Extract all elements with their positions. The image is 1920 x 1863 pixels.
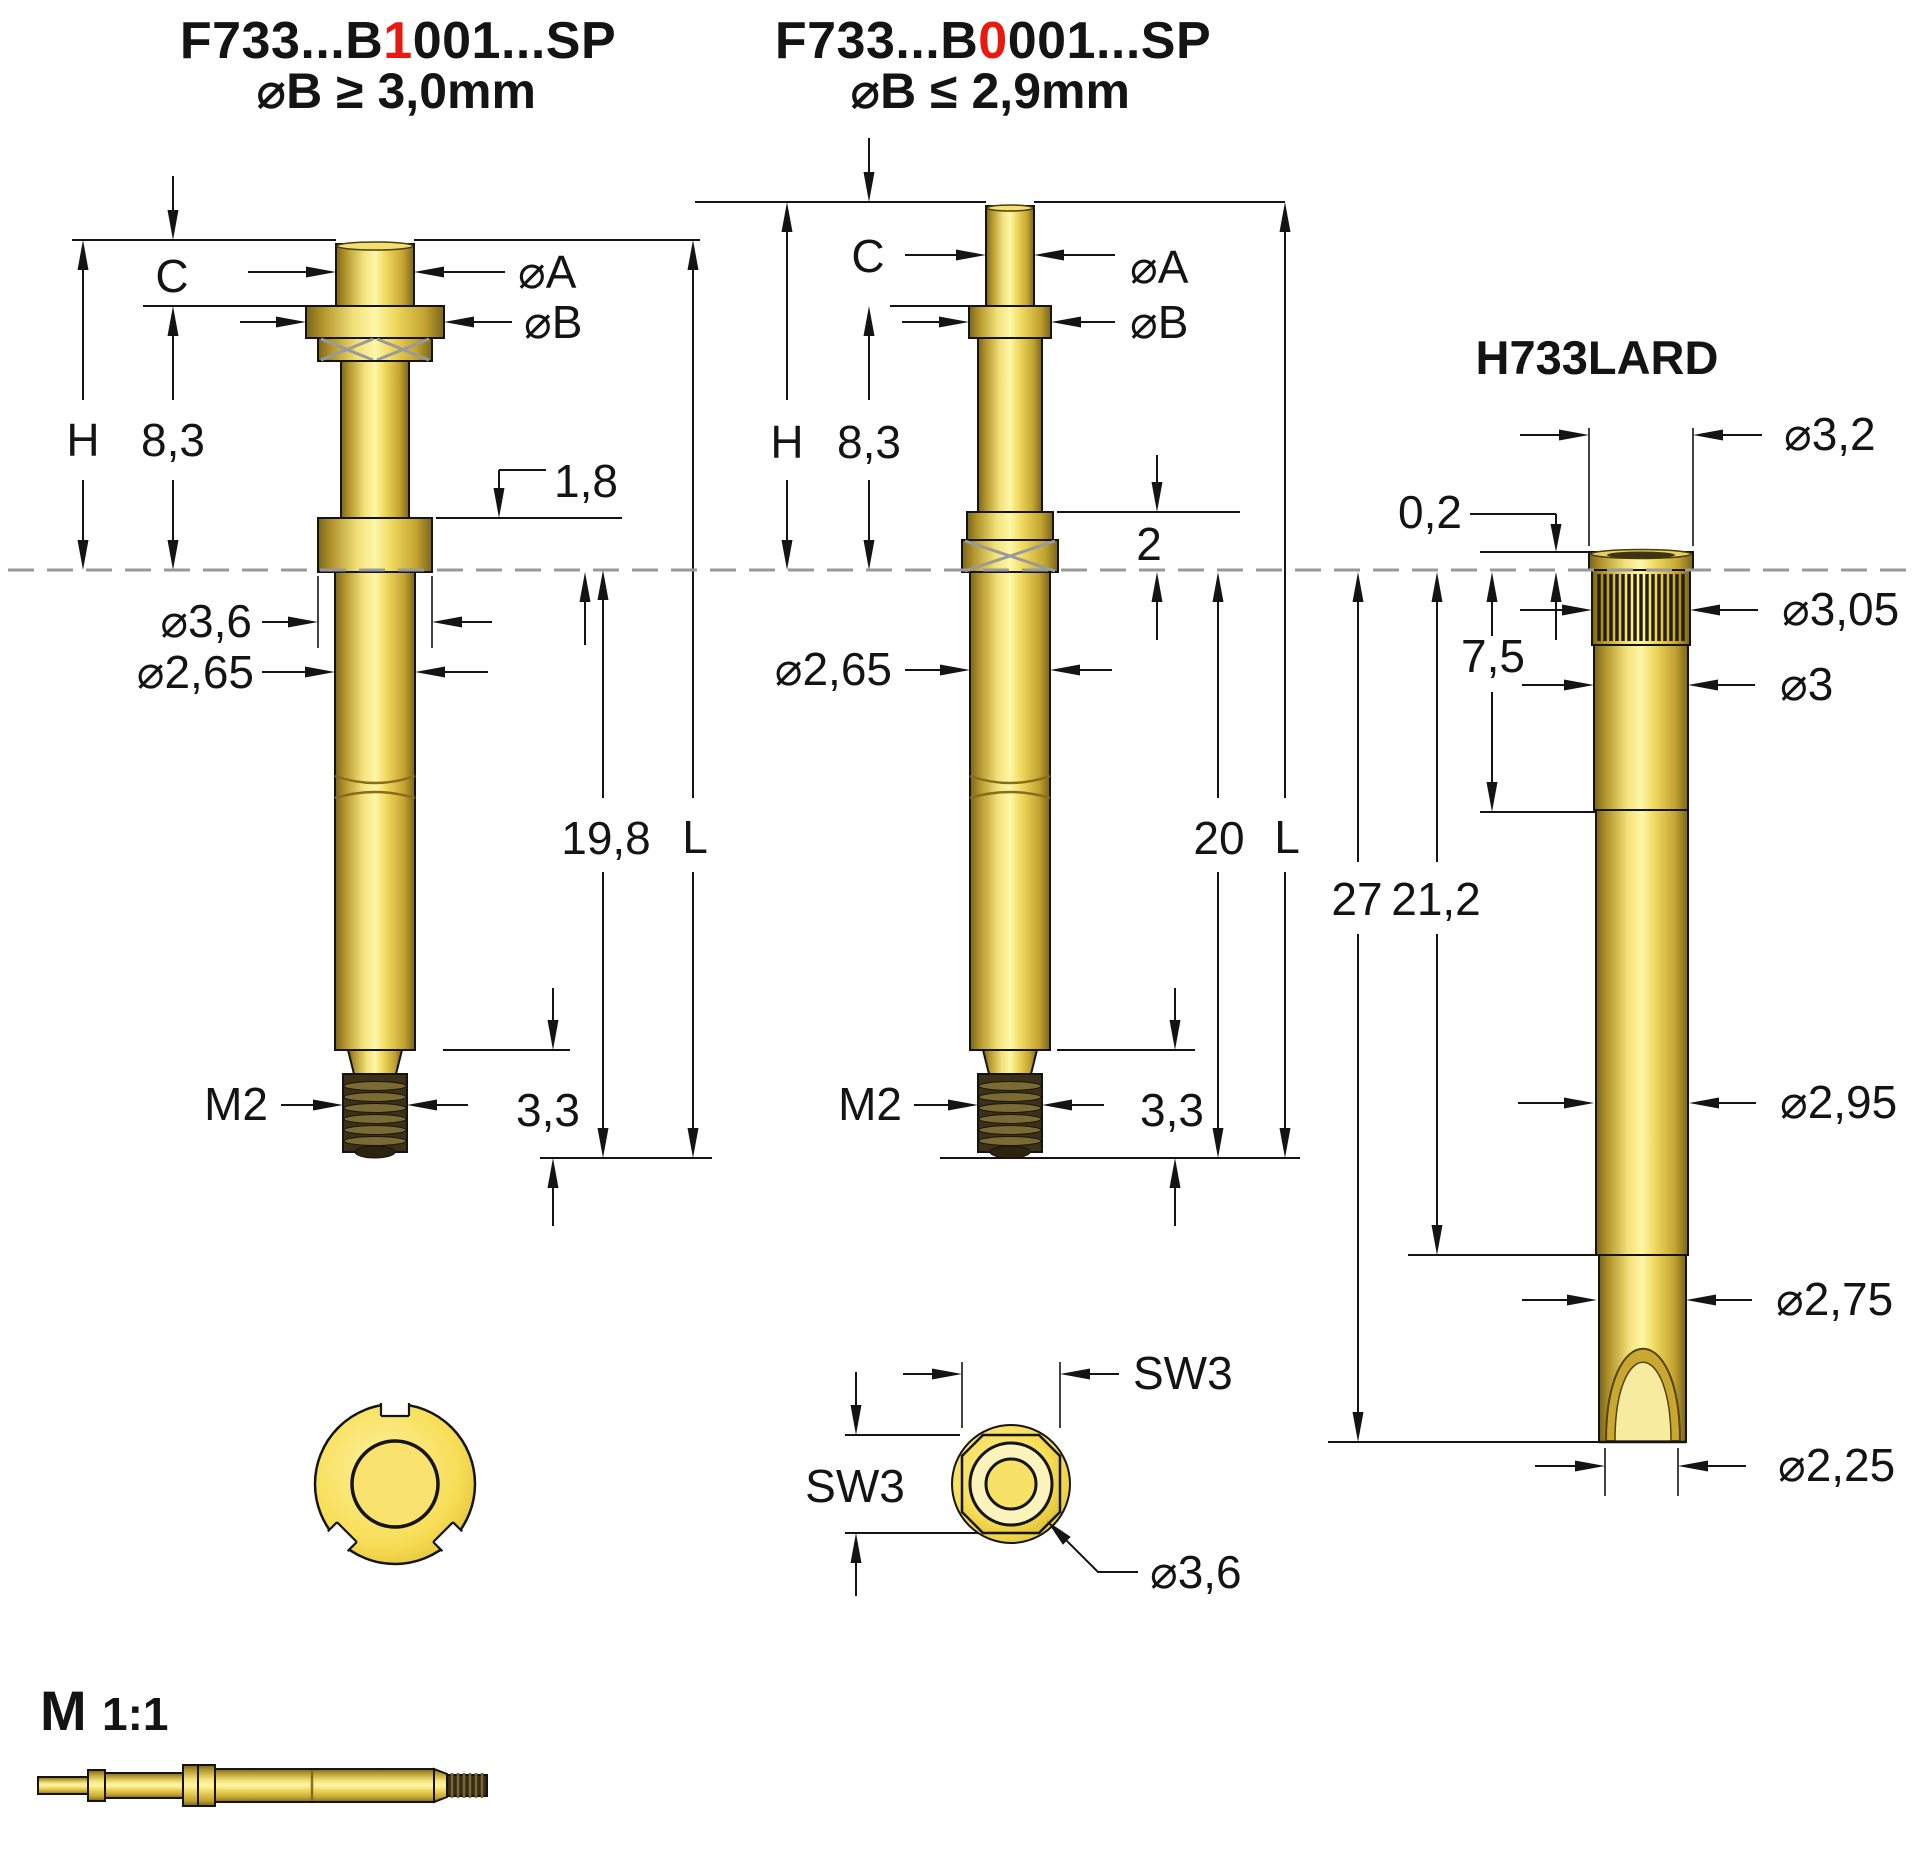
dim-label-rec-tip-dia: ⌀2,75 xyxy=(1776,1273,1893,1325)
middle-probe-knurl-crosshatch xyxy=(964,539,1056,573)
scale-probe-shaft xyxy=(104,1772,184,1799)
left-probe-mounting-flange xyxy=(317,517,433,573)
middle-part-condition: ⌀B ≤ 2,9mm xyxy=(850,63,1130,119)
dim-label-mid-thread-length: 3,3 xyxy=(1140,1084,1204,1136)
dim-label-mid-head-dia: ⌀B xyxy=(1130,296,1188,348)
dim-label-left-tip-dia: ⌀A xyxy=(518,246,577,298)
dim-label-mid-barrel-dia: ⌀2,65 xyxy=(775,643,892,695)
scale-probe-collar xyxy=(87,1769,106,1802)
left-part-condition: ⌀B ≥ 3,0mm xyxy=(256,63,536,119)
dim-label-left-flange-dia: ⌀3,6 xyxy=(160,595,252,647)
scale-probe-flange-2 xyxy=(197,1764,216,1807)
middle-probe-flange-ring xyxy=(966,511,1054,541)
dim-label-mid-above-board: 8,3 xyxy=(837,416,901,468)
scale-probe-view xyxy=(37,1764,488,1807)
receptacle-bore-opening xyxy=(1607,551,1675,559)
head-section-bore xyxy=(350,1439,440,1529)
dim-label-rec-collar-height: 0,2 xyxy=(1398,486,1462,538)
dim-label-wrench-flat-h: SW3 xyxy=(1133,1347,1233,1399)
left-probe-tip-top-face xyxy=(336,241,414,251)
dim-label-left-below-board: 19,8 xyxy=(561,812,651,864)
dim-label-left-flange-height: 1,8 xyxy=(554,455,618,507)
middle-probe-crimp-groove xyxy=(969,790,1051,800)
scale-probe-neck xyxy=(433,1767,448,1804)
middle-probe-tip-top-face xyxy=(986,204,1034,212)
receptacle-body xyxy=(1595,809,1689,1256)
dim-label-mid-thread: M2 xyxy=(838,1078,902,1130)
left-probe-knurl-crosshatch xyxy=(320,337,430,362)
middle-probe-head-collar xyxy=(968,305,1052,339)
dim-label-left-stroke: C xyxy=(155,250,188,302)
hex-section-view xyxy=(845,1362,1138,1596)
left-probe-upper-shaft xyxy=(340,360,410,519)
dim-label-rec-knurl-dia: ⌀3,05 xyxy=(1782,583,1899,635)
left-probe-thread-neck xyxy=(346,1049,404,1075)
dim-label-left-head-dia: ⌀B xyxy=(524,296,582,348)
left-probe-crimp-groove xyxy=(334,790,416,800)
head-section-view xyxy=(313,1392,477,1566)
scale-probe-barrel xyxy=(214,1768,435,1803)
scale-ratio: 1:1 xyxy=(102,1688,168,1740)
middle-part-number: F733...B0001...SP xyxy=(775,12,1211,70)
receptacle-tip-cutout-inner xyxy=(1614,1361,1672,1442)
dim-label-rec-collar-dia: ⌀3,2 xyxy=(1784,408,1876,460)
dim-label-wrench-flat-v: SW3 xyxy=(805,1460,905,1512)
dim-label-rec-press-depth: 7,5 xyxy=(1461,630,1525,682)
dim-label-left-barrel-dia: ⌀2,65 xyxy=(137,646,254,698)
middle-probe-plunger-tip xyxy=(985,205,1035,307)
left-probe-dimensions xyxy=(72,176,712,1226)
middle-probe-upper-shaft xyxy=(977,337,1043,513)
dim-label-mid-total-length: L xyxy=(1274,811,1300,863)
left-part-number: F733...B1001...SP xyxy=(180,12,616,70)
dim-label-mid-below-board: 20 xyxy=(1193,812,1244,864)
dim-label-rec-total-depth: 27 xyxy=(1331,873,1382,925)
scale-probe-thread xyxy=(446,1773,488,1798)
left-probe-plunger-tip xyxy=(335,243,415,307)
middle-probe-thread-m2 xyxy=(977,1073,1043,1159)
dim-label-left-thread-length: 3,3 xyxy=(516,1084,580,1136)
receptacle-view xyxy=(1588,548,1694,1444)
dim-label-left-total-length: L xyxy=(682,811,708,863)
middle-probe-barrel xyxy=(969,571,1051,1051)
dim-label-rec-body-dia: ⌀2,95 xyxy=(1780,1076,1897,1128)
hex-section-dia-leader xyxy=(1066,1540,1138,1573)
dim-label-rec-press-dia: ⌀3 xyxy=(1780,658,1833,710)
middle-probe-view xyxy=(961,204,1059,1159)
left-probe-head-knurl-ring xyxy=(317,337,433,362)
receptacle-press-section xyxy=(1593,644,1689,811)
left-probe-thread-m2 xyxy=(342,1073,408,1159)
head-section-notches xyxy=(320,1392,470,1559)
scale-probe-tip xyxy=(37,1776,89,1795)
receptacle-knurl-stripes xyxy=(1597,574,1685,641)
left-probe-barrel xyxy=(334,571,416,1051)
dim-label-left-height: H xyxy=(66,414,99,466)
dim-label-rec-body-depth: 21,2 xyxy=(1391,873,1481,925)
dim-label-left-thread: M2 xyxy=(204,1078,268,1130)
dim-label-mid-tip-dia: ⌀A xyxy=(1130,241,1189,293)
dim-label-hex-head-dia: ⌀3,6 xyxy=(1150,1546,1242,1598)
hex-section-bore xyxy=(984,1457,1038,1511)
left-probe-view xyxy=(305,241,445,1159)
middle-probe-dimensions xyxy=(695,138,1300,1226)
middle-probe-thread-neck xyxy=(981,1049,1039,1075)
left-probe-head-crown xyxy=(305,305,445,339)
scale-letter: M xyxy=(40,1679,87,1742)
dim-label-left-above-board: 8,3 xyxy=(141,414,205,466)
receptacle-dimensions xyxy=(1328,428,1762,1496)
scale-probe-flange-1 xyxy=(182,1764,199,1807)
dim-label-mid-press-ring-height: 2 xyxy=(1136,518,1162,570)
dim-label-mid-stroke: C xyxy=(851,230,884,282)
dim-label-mid-height: H xyxy=(770,416,803,468)
dim-label-rec-end-dia: ⌀2,25 xyxy=(1778,1439,1895,1491)
receptacle-part-number: H733LARD xyxy=(1476,331,1719,384)
